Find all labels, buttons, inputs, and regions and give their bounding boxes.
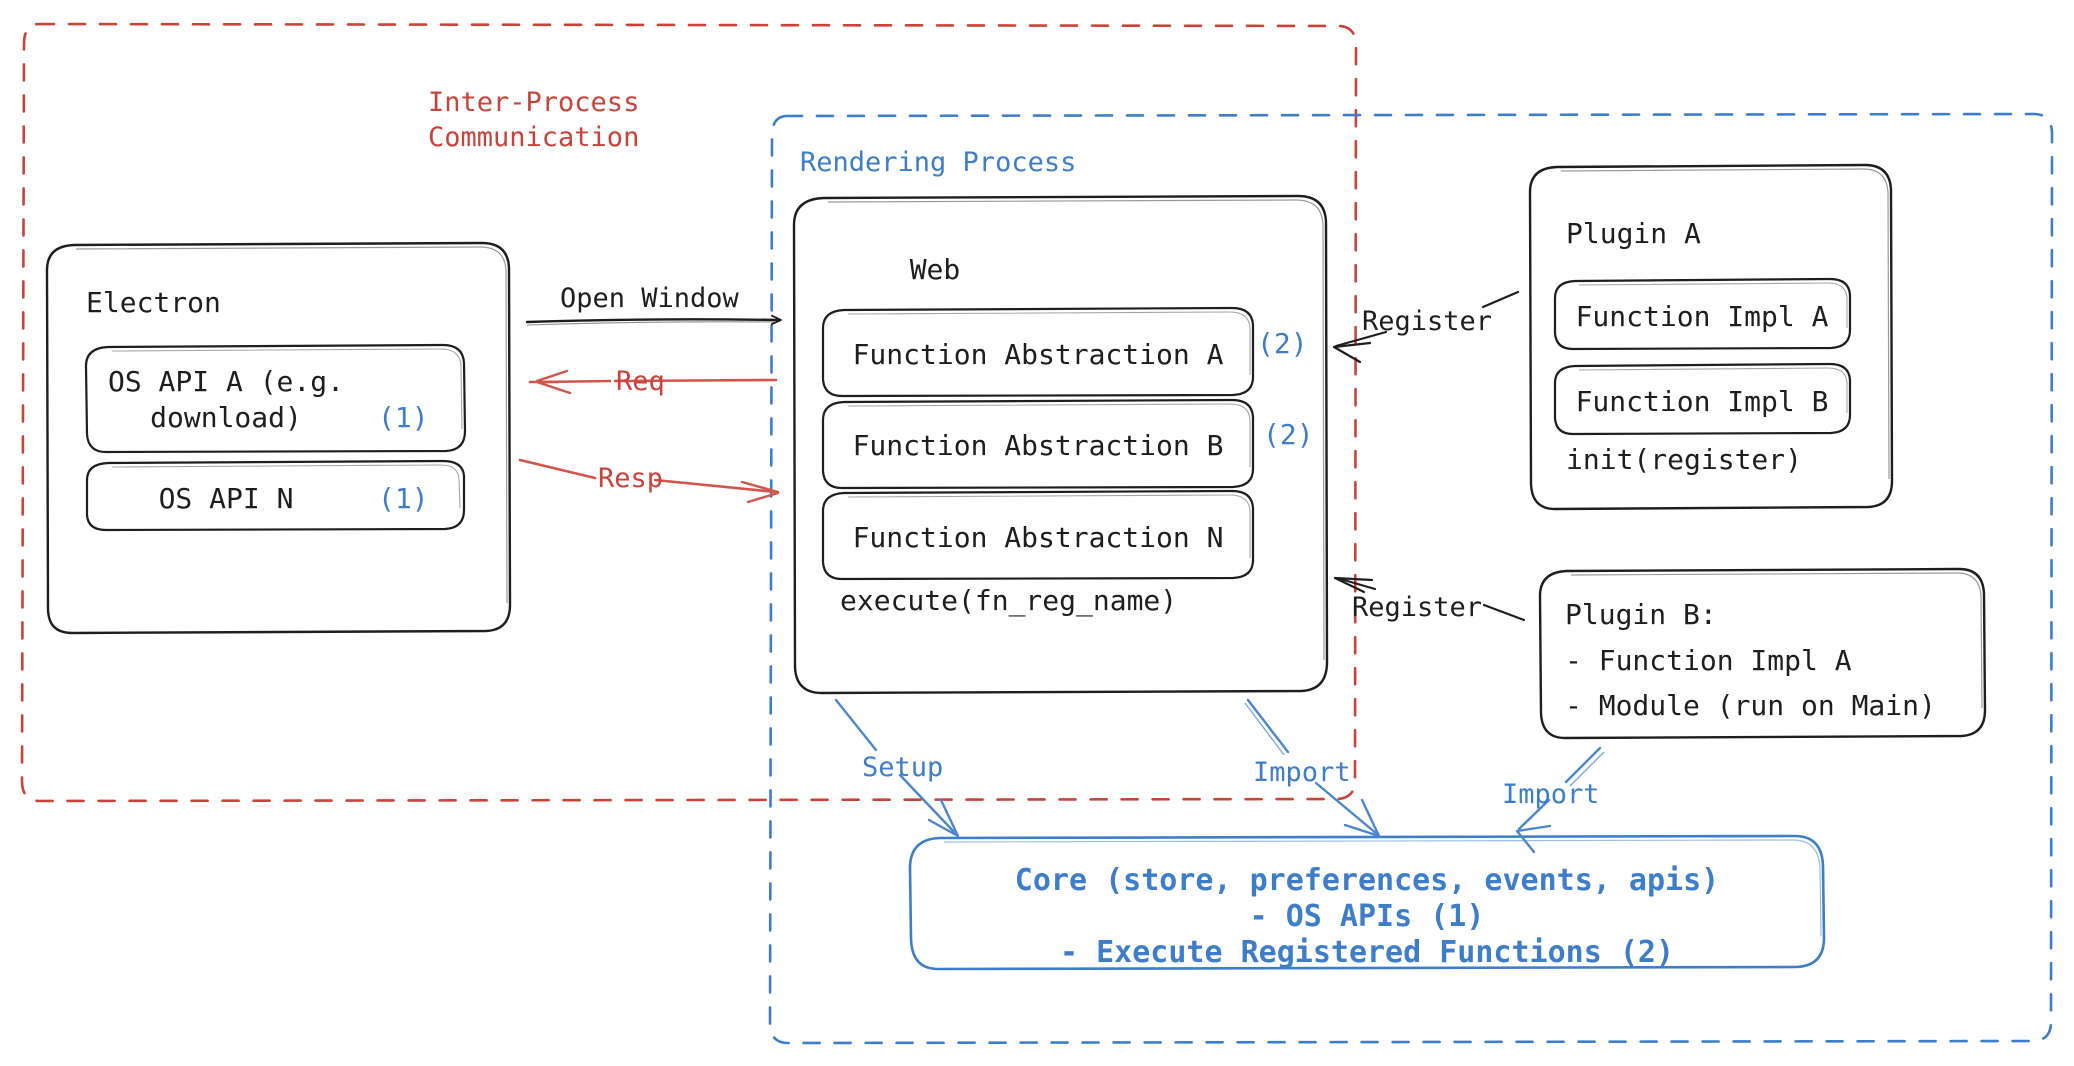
node-label-function-abstraction-a: Function Abstraction A [852, 338, 1224, 371]
node-label-function-abstraction-n: Function Abstraction N [852, 521, 1224, 554]
node-tag-os-api-n: (1) [378, 482, 429, 515]
group-label-inter-process-communication: Inter-Process Communication [428, 87, 640, 154]
node-tag-function-abstraction-a: (2) [1257, 327, 1308, 360]
node-label-plugin-b-line-2: - Function Impl A [1565, 644, 1852, 677]
node-tag-os-api-a: (1) [378, 401, 429, 434]
node-function-abstraction-b-box [821, 398, 1255, 490]
node-electron-box [45, 241, 512, 635]
edge-import-plugin-b [1515, 746, 1605, 854]
node-footer-web-execute: execute(fn_reg_name) [840, 584, 1178, 617]
node-core-box [908, 834, 1826, 971]
node-label-electron: Electron [86, 286, 221, 319]
edge-label-resp: Resp [598, 463, 664, 494]
node-label-plugin-b-line-1: Plugin B: [1565, 598, 1717, 631]
node-web-box [792, 194, 1329, 695]
edge-label-open-window: Open Window [560, 283, 739, 314]
group-inter-process-communication [20, 22, 1358, 803]
node-tag-function-abstraction-b: (2) [1263, 418, 1314, 451]
node-function-abstraction-n-box [821, 489, 1255, 581]
edge-label-import-plugin-b: Import [1502, 779, 1600, 810]
node-label-os-api-n: OS API N [158, 482, 294, 515]
edge-resp [518, 458, 780, 504]
node-label-function-impl-a: Function Impl A [1575, 300, 1829, 333]
edge-req [528, 369, 778, 395]
node-function-impl-a-box [1553, 277, 1852, 351]
node-label-core-line-3: - Execute Registered Functions (2) [1059, 935, 1675, 970]
node-function-abstraction-a-box [821, 306, 1255, 398]
node-plugin-a-box [1528, 163, 1894, 511]
edge-setup [834, 698, 960, 838]
edge-label-register-plugin-b: Register [1352, 592, 1483, 623]
node-os-api-n-box [85, 459, 466, 532]
node-label-plugin-a: Plugin A [1566, 217, 1701, 250]
edge-register-plugin-b [1333, 576, 1526, 622]
edge-label-req: Req [616, 366, 665, 397]
node-label-function-impl-b: Function Impl B [1575, 385, 1829, 418]
node-label-os-api-a: OS API A (e.g. download) [107, 365, 344, 435]
edge-label-setup: Setup [862, 752, 944, 783]
node-plugin-b-box [1538, 567, 1987, 740]
edge-label-register-plugin-a: Register [1362, 306, 1493, 337]
node-function-impl-b-box [1553, 362, 1852, 436]
edge-import-web [1244, 698, 1381, 838]
node-footer-plugin-a-init: init(register) [1566, 443, 1803, 476]
node-os-api-a-box [84, 343, 467, 454]
node-label-function-abstraction-b: Function Abstraction B [852, 429, 1224, 462]
node-label-core-line-1: Core (store, preferences, events, apis) [1014, 863, 1720, 898]
group-label-rendering-process: Rendering Process [800, 147, 1077, 178]
edge-open-window [525, 319, 780, 326]
node-label-web: Web [909, 253, 961, 286]
node-label-core-line-2: - OS APIs (1) [1249, 899, 1485, 934]
edge-label-import-web: Import [1253, 757, 1351, 788]
edge-register-plugin-a [1332, 290, 1520, 364]
node-label-plugin-b-line-3: - Module (run on Main) [1565, 689, 1936, 722]
